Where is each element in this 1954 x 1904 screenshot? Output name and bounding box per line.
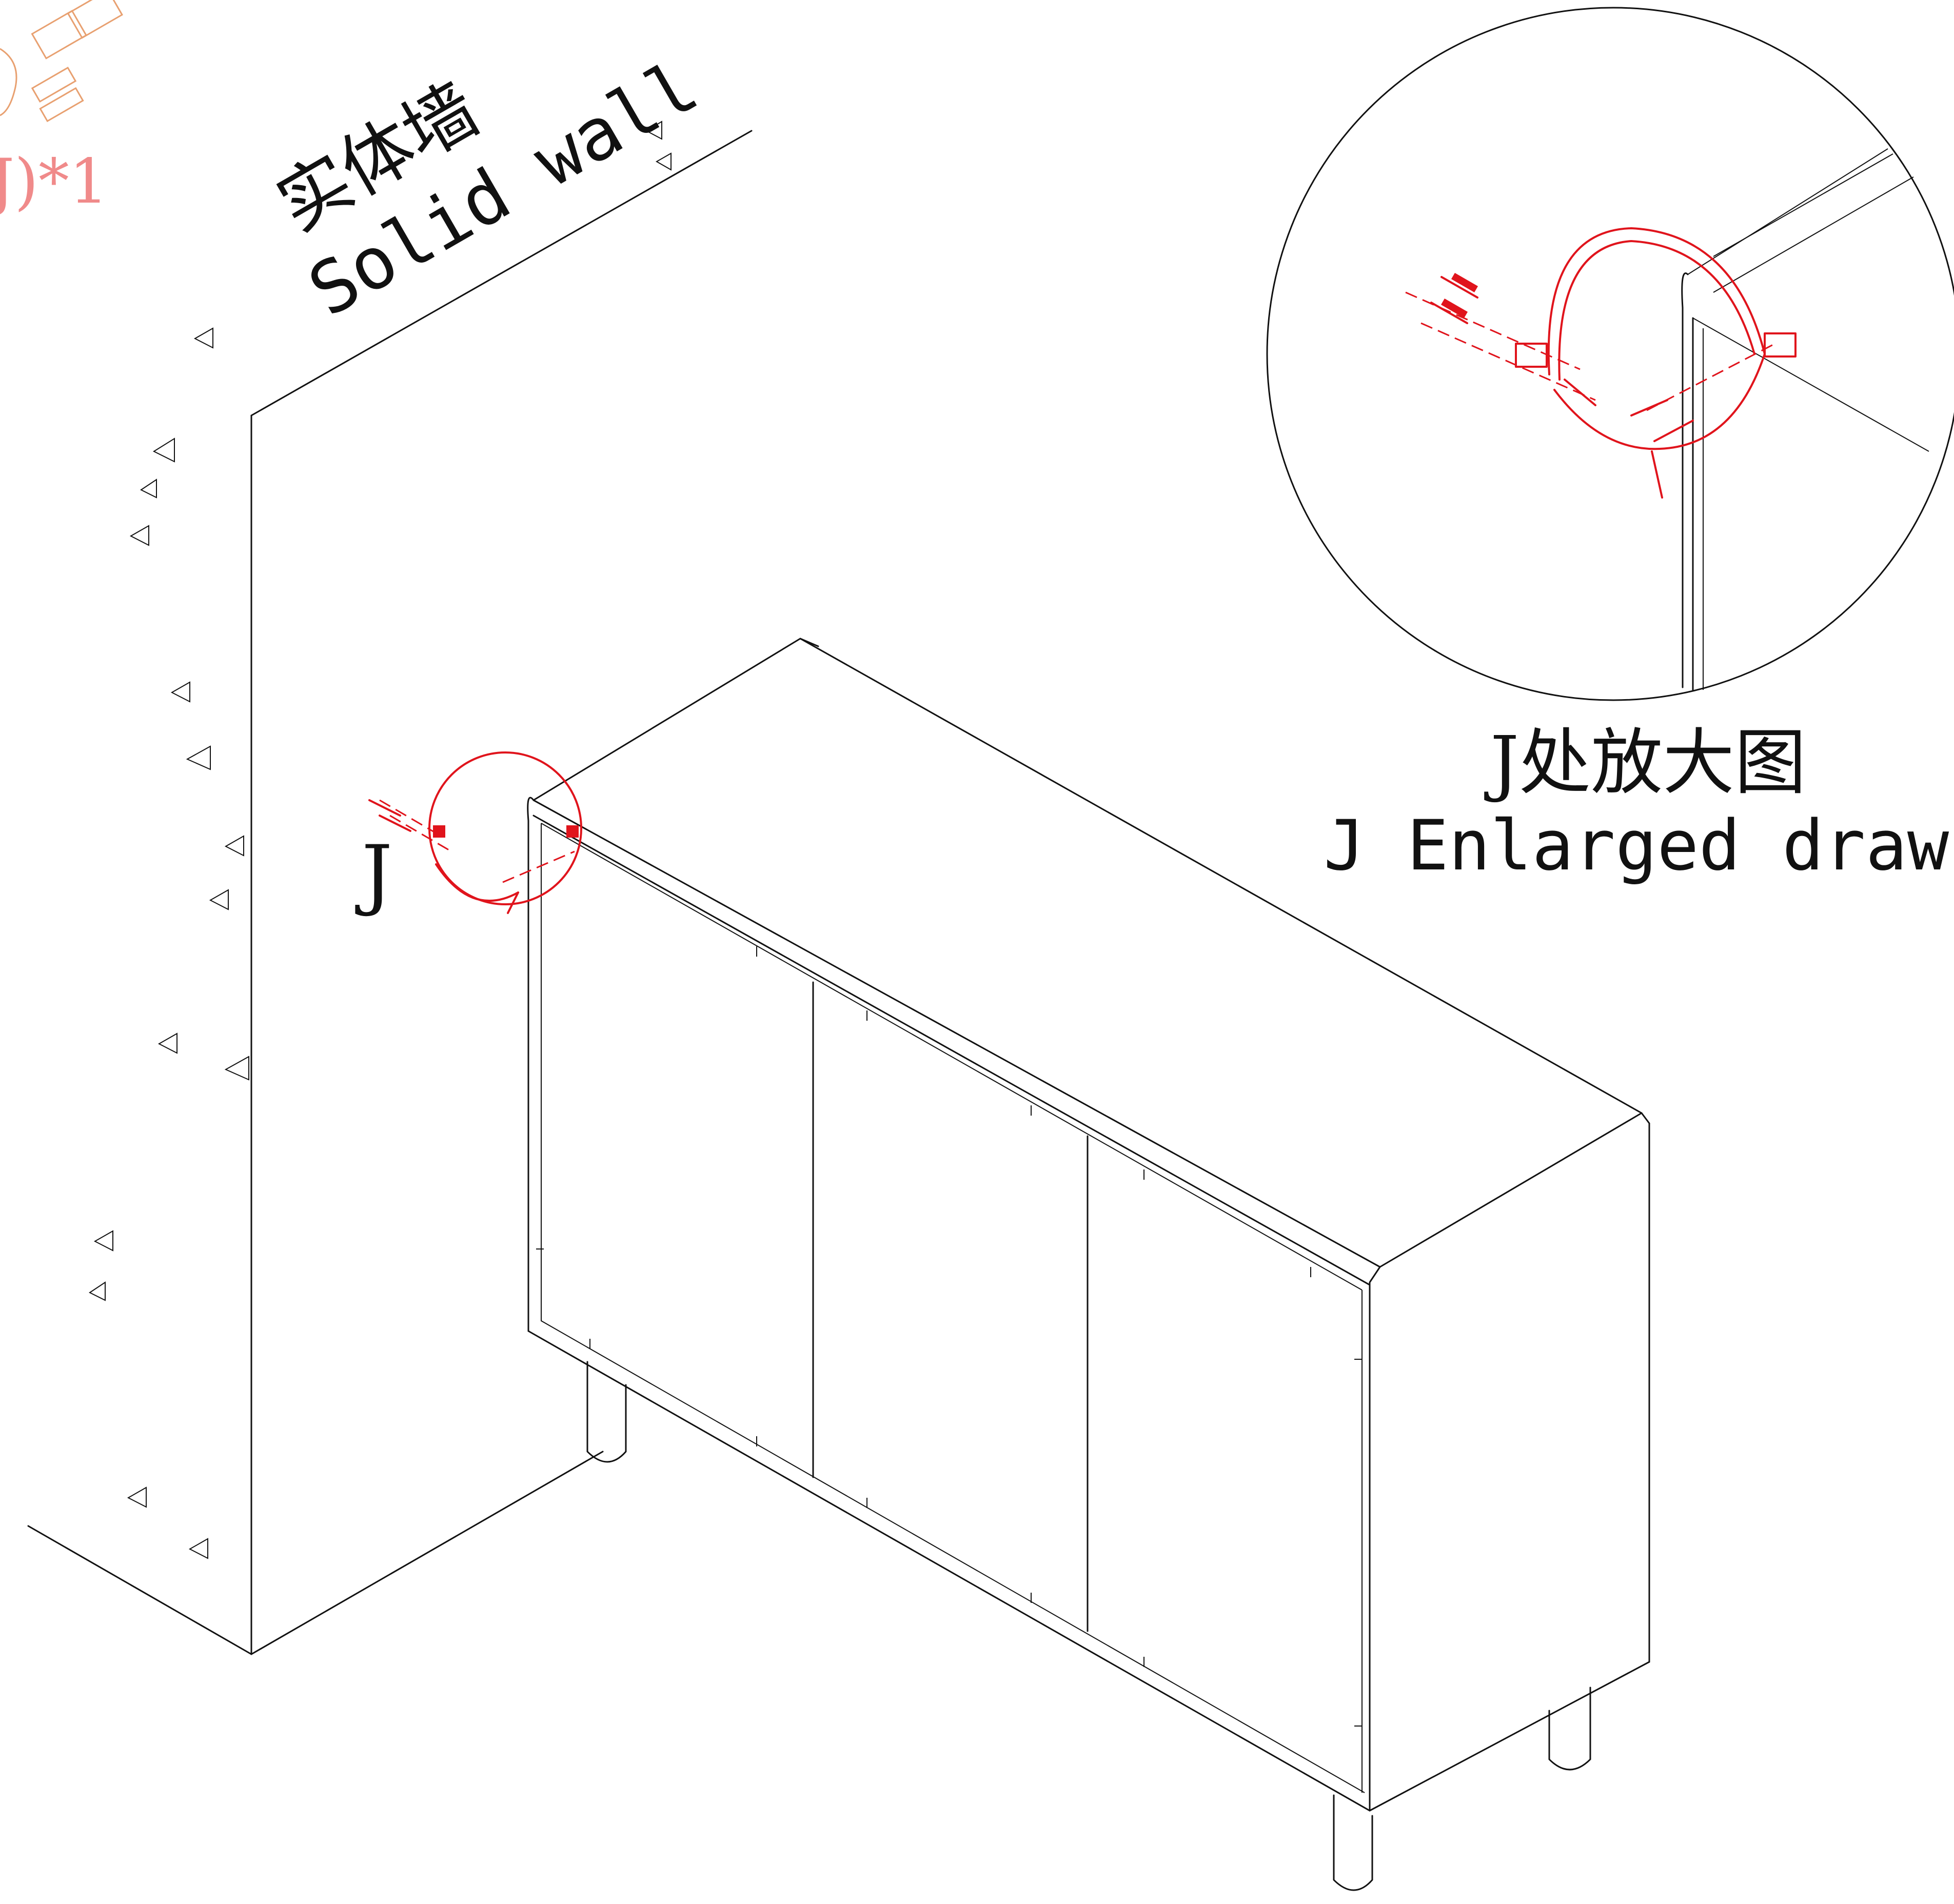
parts-note-text: J)*1 [0,146,108,217]
enlarged-title-cn: J处放大图 [1484,721,1806,805]
callout-j-marker: J [355,829,392,919]
cabinet [527,638,1650,1891]
callout-j-small [368,751,582,914]
parts-preview-icon [0,0,124,123]
solid-wall [27,121,753,1655]
hinge-ticks [536,946,1362,1727]
wall-label: 实体墙 Solid wall [264,45,712,333]
enlarged-title-en: J Enlarged drawing [1324,805,1954,886]
wall-texture [89,121,672,1559]
enlarged-detail [1266,7,1954,701]
anchor-screws [1430,272,1478,324]
